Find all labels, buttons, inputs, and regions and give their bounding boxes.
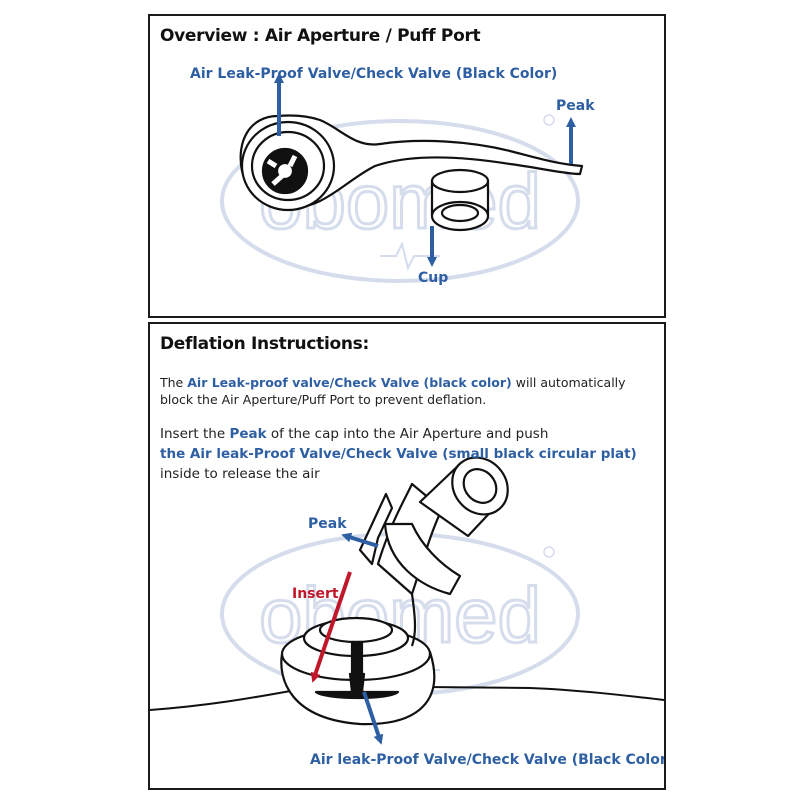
- deflation-panel: obomed Deflation: [148, 322, 666, 790]
- instruction-line-2: the Air leak-Proof Valve/Check Valve (sm…: [160, 446, 637, 462]
- peak-label: Peak: [556, 98, 595, 114]
- peak-arrow: [341, 532, 379, 548]
- cap-drawing: [358, 456, 509, 647]
- valve-arrow: [362, 691, 384, 745]
- valve-label: Air Leak-Proof Valve/Check Valve (Black …: [190, 66, 558, 82]
- deflation-illustration: obomed: [150, 456, 664, 745]
- insert-label: Insert: [292, 586, 339, 602]
- insert-instructions-paragraph: Insert the Peak of the cap into the Air …: [160, 424, 655, 484]
- cap-drawing: [239, 114, 584, 232]
- overview-panel: obomed Overview : Air Aperture / Puff Po…: [148, 14, 666, 318]
- auto-block-paragraph: The Air Leak-proof valve/Check Valve (bl…: [160, 375, 626, 407]
- deflation-title: Deflation Instructions:: [160, 334, 369, 354]
- instruction-line-1: Insert the Peak of the cap into the Air …: [160, 426, 549, 442]
- insert-arrow: [310, 571, 352, 683]
- peak-label: Peak: [308, 516, 347, 532]
- valve-label: Air leak-Proof Valve/Check Valve (Black …: [310, 752, 666, 768]
- overview-title: Overview : Air Aperture / Puff Port: [160, 26, 481, 46]
- overview-illustration: obomed: [220, 73, 584, 283]
- cup-label: Cup: [418, 270, 449, 286]
- instruction-line-3: inside to release the air: [160, 466, 320, 482]
